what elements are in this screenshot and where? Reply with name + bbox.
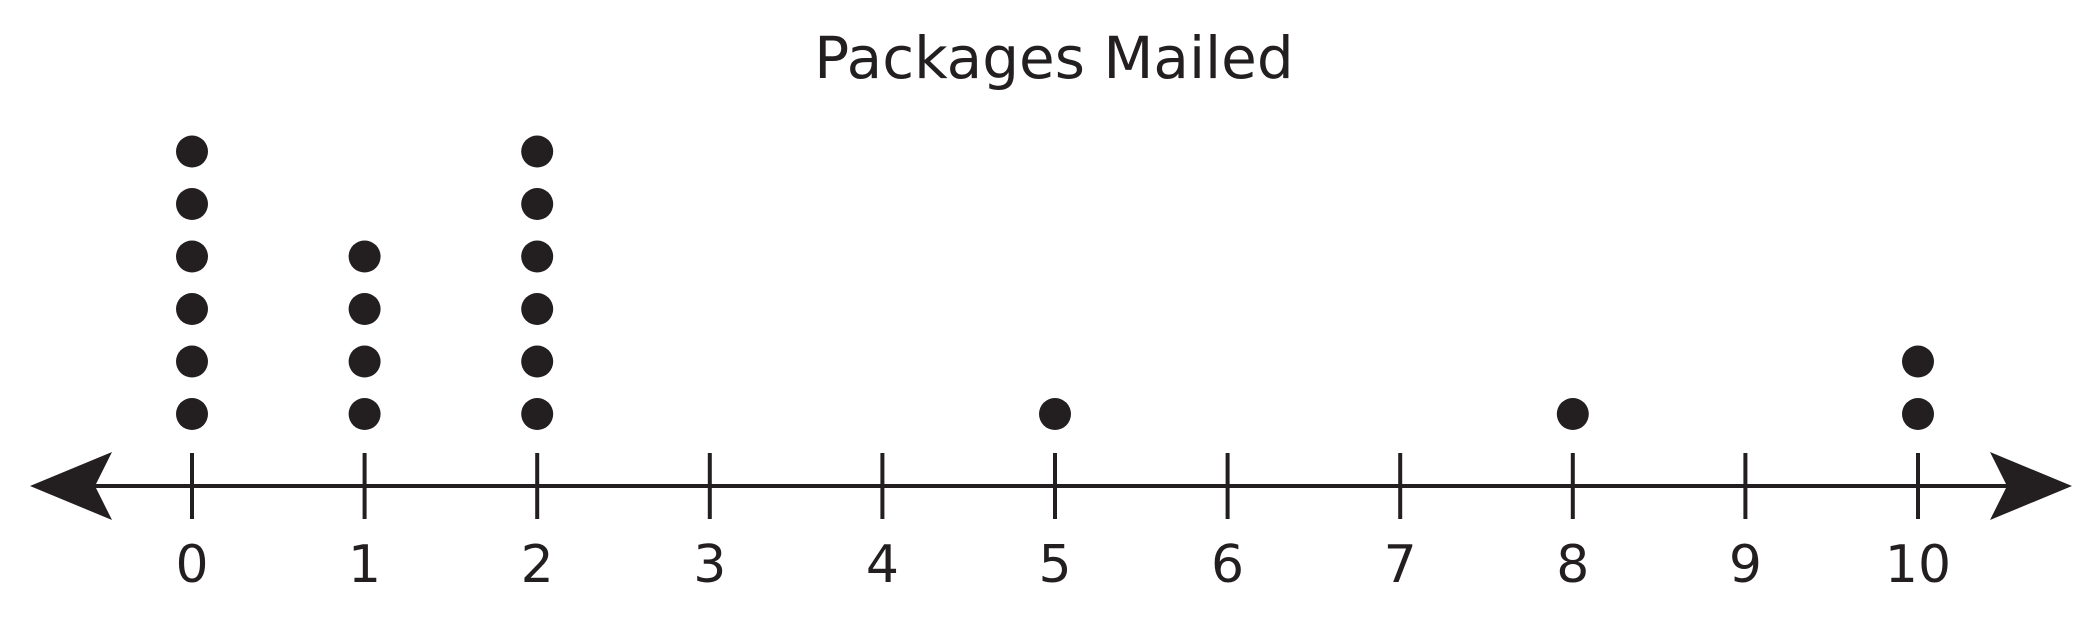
axis-tick-labels: 0 1 2 3 4 5 6 7 8 9 10 — [175, 535, 1951, 595]
data-dot — [1902, 345, 1934, 378]
tick-label: 10 — [1885, 535, 1951, 595]
data-dots — [176, 135, 1934, 430]
data-dot — [1902, 398, 1934, 430]
number-line-axis — [30, 452, 2072, 520]
data-dot — [1039, 398, 1071, 430]
tick-label: 4 — [866, 535, 899, 595]
data-dot — [176, 188, 208, 220]
data-dot — [176, 240, 208, 273]
right-arrow-icon — [1990, 452, 2072, 520]
tick-label: 6 — [1211, 535, 1244, 595]
data-dot — [348, 240, 381, 273]
data-dot — [348, 398, 381, 430]
chart-title: Packages Mailed — [814, 24, 1293, 92]
tick-label: 2 — [521, 535, 554, 595]
data-dot — [521, 240, 554, 273]
data-dot — [176, 398, 208, 430]
tick-label: 5 — [1038, 535, 1071, 595]
tick-label: 3 — [693, 535, 726, 595]
left-arrow-icon — [30, 452, 112, 520]
data-dot — [176, 293, 208, 325]
tick-label: 1 — [348, 535, 381, 595]
tick-label: 9 — [1729, 535, 1762, 595]
tick-label: 7 — [1384, 535, 1417, 595]
axis-ticks — [190, 453, 1920, 519]
data-dot — [1556, 398, 1589, 430]
data-dot — [521, 188, 554, 220]
data-dot — [348, 345, 381, 378]
data-dot — [176, 135, 208, 168]
data-dot — [348, 293, 381, 325]
data-dot — [521, 293, 554, 325]
data-dot — [521, 345, 554, 378]
data-dot — [521, 135, 554, 168]
data-dot — [521, 398, 554, 430]
data-dot — [176, 345, 208, 378]
tick-label: 0 — [175, 535, 208, 595]
tick-label: 8 — [1556, 535, 1589, 595]
